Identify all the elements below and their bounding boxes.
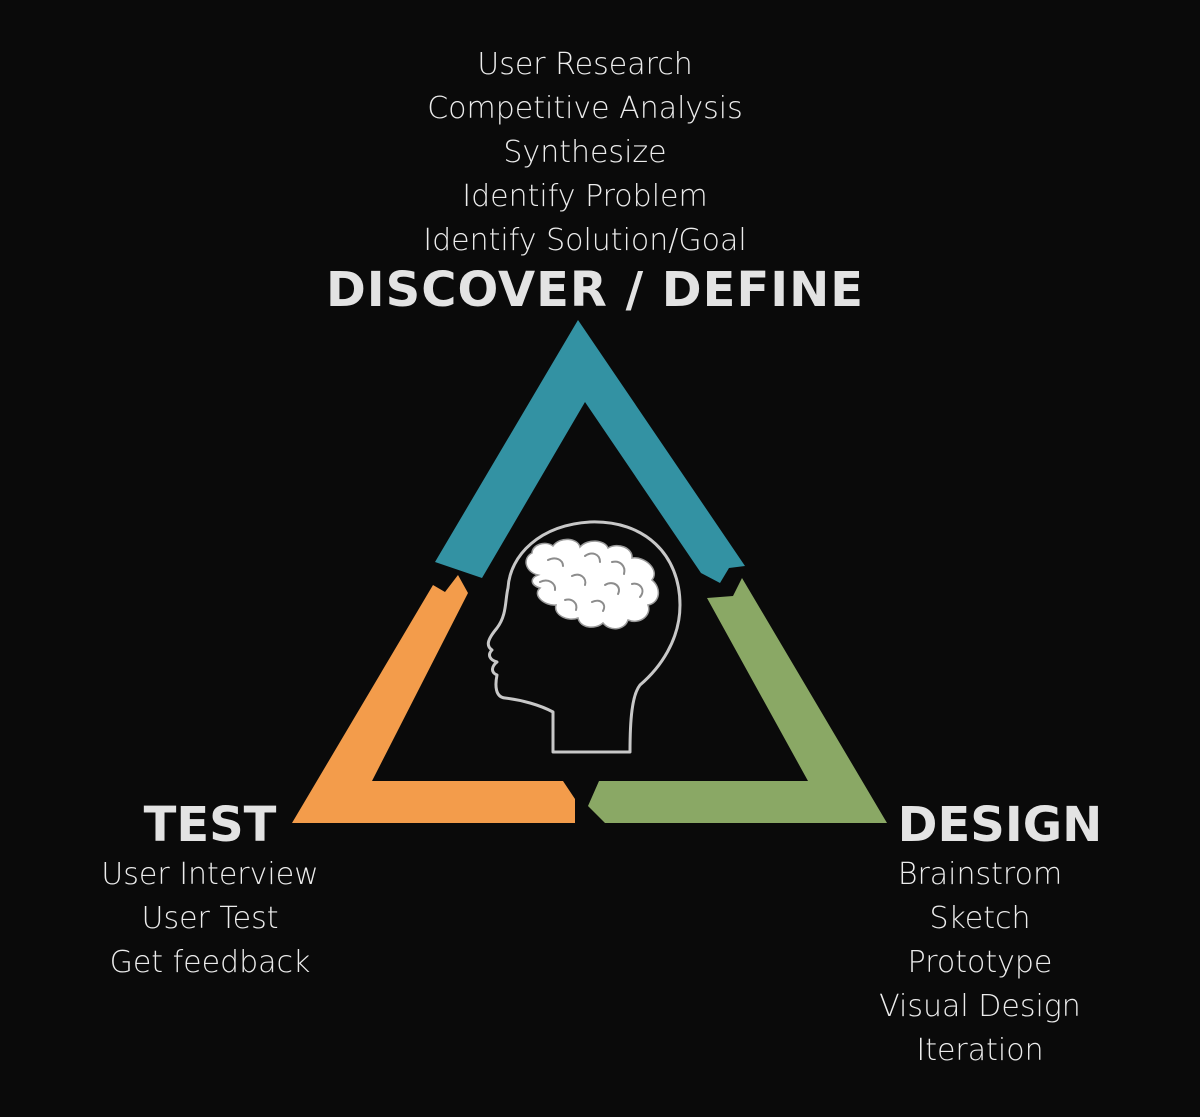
discover-item: Synthesize bbox=[503, 135, 667, 170]
design-arrow bbox=[588, 578, 887, 823]
brain-icon bbox=[525, 538, 660, 630]
test-item: User Test bbox=[141, 901, 279, 936]
discover-items-list: User Research Competitive Analysis Synth… bbox=[335, 43, 835, 263]
discover-item: Competitive Analysis bbox=[427, 91, 743, 126]
test-items-list: User Interview User Test Get feedback bbox=[70, 853, 350, 985]
discover-item: Identify Problem bbox=[462, 179, 708, 214]
test-item: User Interview bbox=[101, 857, 319, 892]
discover-define-title: DISCOVER / DEFINE bbox=[325, 262, 865, 318]
discover-arrow bbox=[435, 320, 745, 583]
design-item: Visual Design bbox=[879, 989, 1081, 1024]
test-arrow bbox=[292, 575, 575, 823]
design-item: Brainstrom bbox=[897, 857, 1063, 892]
discover-item: Identify Solution/Goal bbox=[423, 223, 747, 258]
test-item: Get feedback bbox=[109, 945, 311, 980]
design-item: Iteration bbox=[916, 1033, 1044, 1068]
design-item: Prototype bbox=[907, 945, 1053, 980]
design-item: Sketch bbox=[929, 901, 1031, 936]
head-outline bbox=[486, 520, 682, 754]
test-title: TEST bbox=[143, 797, 277, 853]
discover-item: User Research bbox=[477, 47, 693, 82]
design-items-list: Brainstrom Sketch Prototype Visual Desig… bbox=[830, 853, 1130, 1073]
design-title: DESIGN bbox=[897, 797, 1103, 853]
